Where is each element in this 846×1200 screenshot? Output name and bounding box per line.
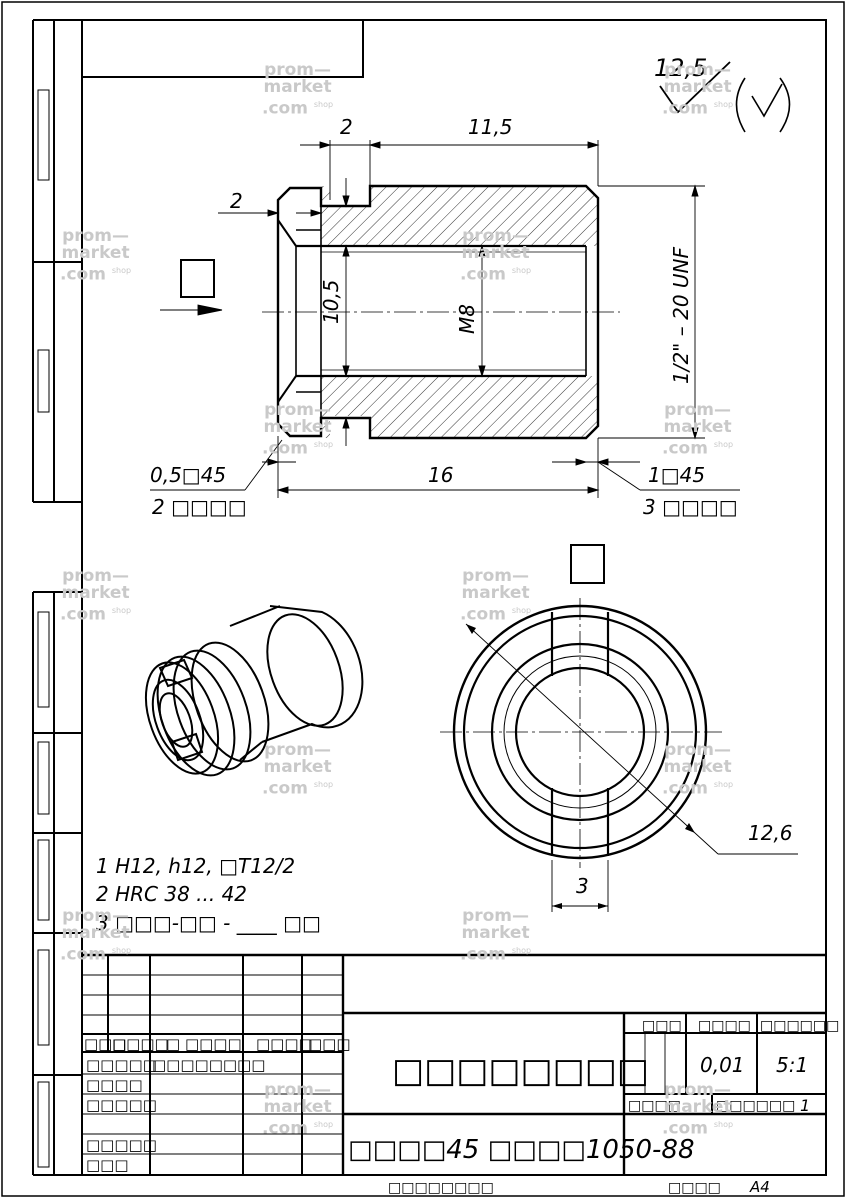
tb-col-scale: □□□□□□ [760,1018,839,1034]
dim-thread-unf: 1/2" – 20 UNF [669,246,693,384]
tb-col-lit: □□□ [642,1018,682,1034]
view-label-box-left [180,259,215,298]
tb-format-label: □□□□ [668,1180,721,1196]
dim-total-length: 16 [428,463,453,487]
dim-chamfer-right: 1□45 [648,463,705,487]
hatch-top-wall [321,186,598,246]
tb-sheets: 1 [800,1096,810,1115]
tb-copied: □□□□□□□□ [388,1180,494,1196]
tb-podp: □□□□ [256,1035,313,1053]
title-block-texts: □□□ □□□□ □ □□□□ □□□□ □□□ □□□□□ □□□□□□□□ … [84,1018,839,1196]
tb-col-mass: □□□□ [698,1018,751,1034]
dim-chamfer-left: 0,5□45 [150,463,226,487]
dim-inner-dia: 10,5 [319,279,343,324]
hatch-bottom-wall [321,376,598,438]
note-line-1: 1 H12, h12, □T12/2 [96,854,295,878]
watermark: prom—market.com shop [262,400,334,459]
outer-contour [276,184,600,440]
watermark: prom—market.com shop [262,1080,334,1139]
watermark: prom—market.com shop [262,740,334,799]
svg-text:12,5: 12,5 [654,54,707,82]
dim-thread-m8: M8 [455,304,479,334]
watermark: prom—market.com shop [460,906,532,965]
title-block-lines [82,953,826,1175]
tb-utv: □□□ [86,1156,129,1174]
dim-diameter: 12,6 [748,821,793,845]
tb-list: □□□□ [112,1035,169,1053]
watermark: prom—market.com shop [60,906,132,965]
dim-chamfer-right-note: 3 □□□□ [643,495,738,519]
end-view-arrows [466,624,695,909]
tb-data: □□□ [308,1035,351,1053]
dim-length-top: 11,5 [468,115,513,139]
margin-labels [37,89,50,1168]
watermark: prom—market.com shop [662,400,734,459]
tb-format: A4 [749,1178,770,1196]
tb-izm: □□□ [84,1035,127,1053]
tb-tkontr: □□□□□ [86,1096,157,1114]
section-view [262,184,620,440]
tb-sheet-label: □□□□ [628,1098,681,1114]
isometric-view [144,605,364,777]
dim-groove-width: 2 [340,115,353,139]
section-dimension-texts: 2 11,5 2 10,5 M8 1/2" – 20 UNF 0,5□45 2 … [150,115,738,519]
end-view [440,598,798,912]
tb-scale: 5:1 [776,1053,808,1077]
tb-prov: □□□□ [86,1076,143,1094]
watermark: prom—market.com shop [662,740,734,799]
top-left-box [82,20,364,78]
dim-chamfer-2: 2 [230,189,243,213]
tb-razrab-name: □□□□□□□□ [152,1056,265,1074]
tb-doc: □ □□□□ [166,1035,242,1053]
watermark: prom—market.com shop [262,60,334,119]
dim-chamfer-left-note: 2 □□□□ [152,495,247,519]
dim-slot-width: 3 [576,874,589,898]
watermark: prom—market.com shop [662,60,734,119]
watermark: prom—market.com shop [662,1080,734,1139]
view-label-box-right [570,544,605,584]
note-line-2: 2 HRC 38 ... 42 [96,882,247,906]
tb-sheets-label: □□□□□□ [716,1098,795,1114]
drawing-frame [81,19,827,1176]
section-dimensions [150,140,740,498]
watermark: prom—market.com shop [60,566,132,625]
tb-razrab: □□□□□ [86,1056,157,1074]
watermark: prom—market.com shop [460,566,532,625]
technical-notes: 1 H12, h12, □T12/2 2 HRC 38 ... 42 3 □□□… [96,854,321,935]
roughness-symbol: 12,5 [654,54,791,133]
tb-nkontr: □□□□□ [86,1136,157,1154]
watermark: prom—market.com shop [60,226,132,285]
watermark: prom—market.com shop [460,226,532,285]
tb-material: □□□□45 □□□□1050-88 [348,1135,695,1165]
tb-mass: 0,01 [700,1053,745,1077]
tb-part-title: □□□□□□□□ [392,1051,649,1091]
note-line-3: 3 □□□-□□ - ____ □□ [96,911,321,935]
left-margin-strip [32,19,82,1176]
